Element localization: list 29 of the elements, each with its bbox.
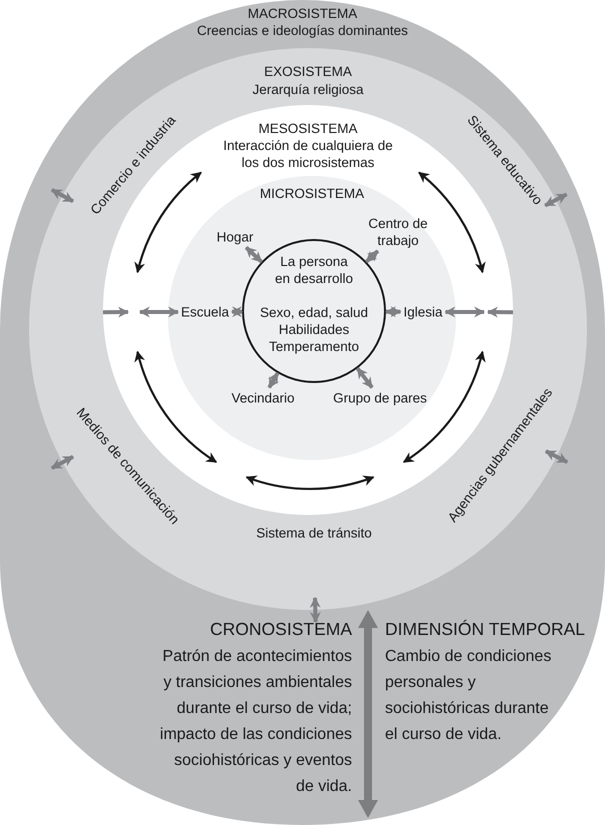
double-arrow: [244, 246, 263, 264]
system-title: MACROSISTEMA: [246, 5, 358, 22]
system-description: Interacción de cualquiera de los dos microsistemas: [222, 137, 394, 171]
double-arrow: [138, 306, 180, 318]
setting-label: Vecindario: [231, 390, 295, 406]
person-label: La persona en desarrollo: [274, 253, 354, 287]
system-description: Jerarquía religiosa: [251, 81, 365, 98]
double-arrow: [230, 306, 244, 318]
setting-label: Hogar: [216, 228, 254, 246]
time-dimension-title: DIMENSIÓN TEMPORAL: [385, 618, 585, 641]
time-dimension-description: Cambio de condiciones personales y sociohistóricas durante el curso de vida.: [385, 647, 552, 745]
chronosystem-title: CRONOSISTEMA: [210, 618, 352, 641]
setting-label: Grupo de pares: [333, 390, 427, 406]
system-title: EXOSISTEMA: [263, 63, 353, 80]
double-arrow: [365, 250, 380, 264]
setting-label: Escuela: [180, 304, 230, 320]
system-example-label: Sistema de tránsito: [256, 524, 372, 542]
double-arrow: [384, 306, 402, 318]
system-title: MICROSISTEMA: [258, 185, 366, 202]
setting-label: Centro de trabajo: [365, 215, 431, 249]
setting-label: Iglesia: [403, 304, 443, 320]
double-arrow: [444, 306, 486, 318]
double-arrow: [267, 372, 280, 388]
system-description: Creencias e ideologías dominantes: [196, 22, 409, 39]
double-arrow: [356, 367, 374, 389]
arrow: [486, 306, 514, 318]
arrow: [102, 306, 130, 318]
person-traits: Sexo, edad, salud Habilidades Temperamento: [258, 304, 370, 355]
chronosystem-description: Patrón de acontecimientos y transiciones ambientales durante el curso de vida; impacto de las condiciones sociohistóricas y eventos de vida.: [158, 647, 352, 797]
